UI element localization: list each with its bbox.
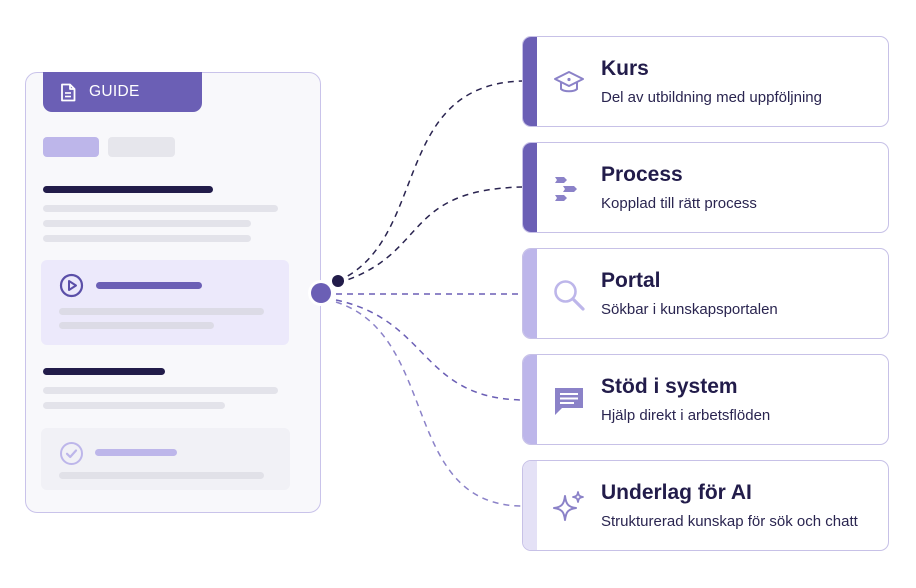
connector-ai [335,301,523,507]
placeholder-line [43,402,225,409]
card-title: Portal [601,269,661,292]
card-portal[interactable]: Portal Sökbar i kunskapsportalen [522,248,889,339]
placeholder-heading [43,186,213,193]
placeholder-line [43,220,251,227]
placeholder-chip-active [43,137,99,157]
placeholder-line [59,472,264,479]
card-subtitle: Del av utbildning med uppföljning [601,89,822,106]
video-block [41,260,289,345]
card-title: Kurs [601,57,649,80]
graduation-cap-icon [551,65,587,101]
guide-tab-label: GUIDE [89,83,140,100]
placeholder-chip [108,137,175,157]
placeholder-line [43,235,251,242]
card-subtitle: Hjälp direkt i arbetsflöden [601,407,771,424]
card-subtitle: Kopplad till rätt process [601,195,757,212]
checklist-block [41,428,290,490]
card-accent [523,461,537,550]
placeholder-line [43,387,278,394]
process-arrows-icon [551,171,587,207]
card-stod-i-system[interactable]: Stöd i system Hjälp direkt i arbetsflöde… [522,354,889,445]
connector-kurs [337,80,523,282]
card-kurs[interactable]: Kurs Del av utbildning med uppföljning [522,36,889,127]
card-accent [523,249,537,338]
chat-message-icon [551,383,587,419]
card-title: Process [601,163,683,186]
card-subtitle: Strukturerad kunskap för sök och chatt [601,513,858,530]
card-accent [523,37,537,126]
search-icon [551,277,587,313]
connector-process [337,186,523,284]
document-icon [60,83,76,102]
placeholder-line [43,205,278,212]
sparkle-icon [551,489,587,525]
play-icon [59,273,84,298]
card-accent [523,355,537,444]
card-subtitle: Sökbar i kunskapsportalen [601,301,778,318]
placeholder-check-title [95,449,177,456]
placeholder-heading [43,368,165,375]
guide-tab: GUIDE [43,72,202,112]
card-title: Stöd i system [601,375,738,398]
card-underlag-for-ai[interactable]: Underlag för AI Strukturerad kunskap för… [522,460,889,551]
card-title: Underlag för AI [601,481,752,504]
placeholder-video-title [96,282,202,289]
placeholder-line [59,308,264,315]
placeholder-line [59,322,214,329]
card-accent [523,143,537,232]
check-circle-icon [59,441,84,466]
card-process[interactable]: Process Kopplad till rätt process [522,142,889,233]
